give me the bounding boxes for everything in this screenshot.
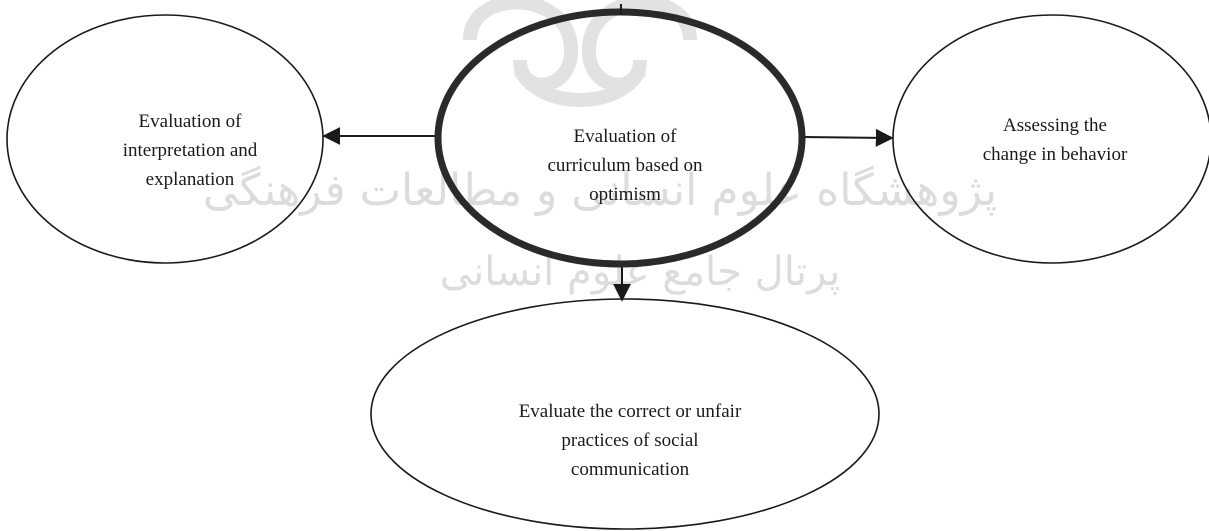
node-center-line-2: curriculum based on <box>547 154 703 176</box>
watermark-text-line1: پژوهشگاه علوم انسانی و مطالعات فرهنگی <box>203 165 997 216</box>
node-center-line-3: optimism <box>589 183 661 205</box>
watermark-text-line2: پرتال جامع علوم انسانی <box>440 249 841 295</box>
node-bottom-ellipse <box>370 298 880 530</box>
node-bottom-label: Evaluate the correct or unfair practices… <box>450 385 810 495</box>
node-left-line-1: Evaluation of <box>138 110 242 132</box>
node-right-line-1: Assessing the <box>1003 115 1107 136</box>
node-center-line-1: Evaluation of <box>573 125 677 147</box>
node-bottom-line-1: Evaluate the correct or unfair <box>518 400 742 422</box>
watermark-emblem-icon <box>463 0 697 107</box>
node-left-line-2: interpretation and <box>122 139 258 161</box>
arrow-to-right <box>802 128 894 147</box>
node-center-label: Evaluation of curriculum based on optimi… <box>510 110 740 220</box>
node-bottom-line-3: communication <box>570 458 690 480</box>
node-right-line-2: change in behavior <box>982 144 1128 165</box>
node-left-label: Evaluation of interpretation and explana… <box>60 95 320 205</box>
node-right-ellipse <box>892 14 1209 264</box>
node-bottom-line-2: practices of social <box>561 429 699 451</box>
node-right-label: Assessing the change in behavior <box>930 100 1180 180</box>
watermark: پژوهشگاه علوم انسانی و مطالعات فرهنگی پر… <box>203 0 997 295</box>
node-left-line-3: explanation <box>145 168 235 190</box>
node-left-ellipse <box>6 14 324 264</box>
